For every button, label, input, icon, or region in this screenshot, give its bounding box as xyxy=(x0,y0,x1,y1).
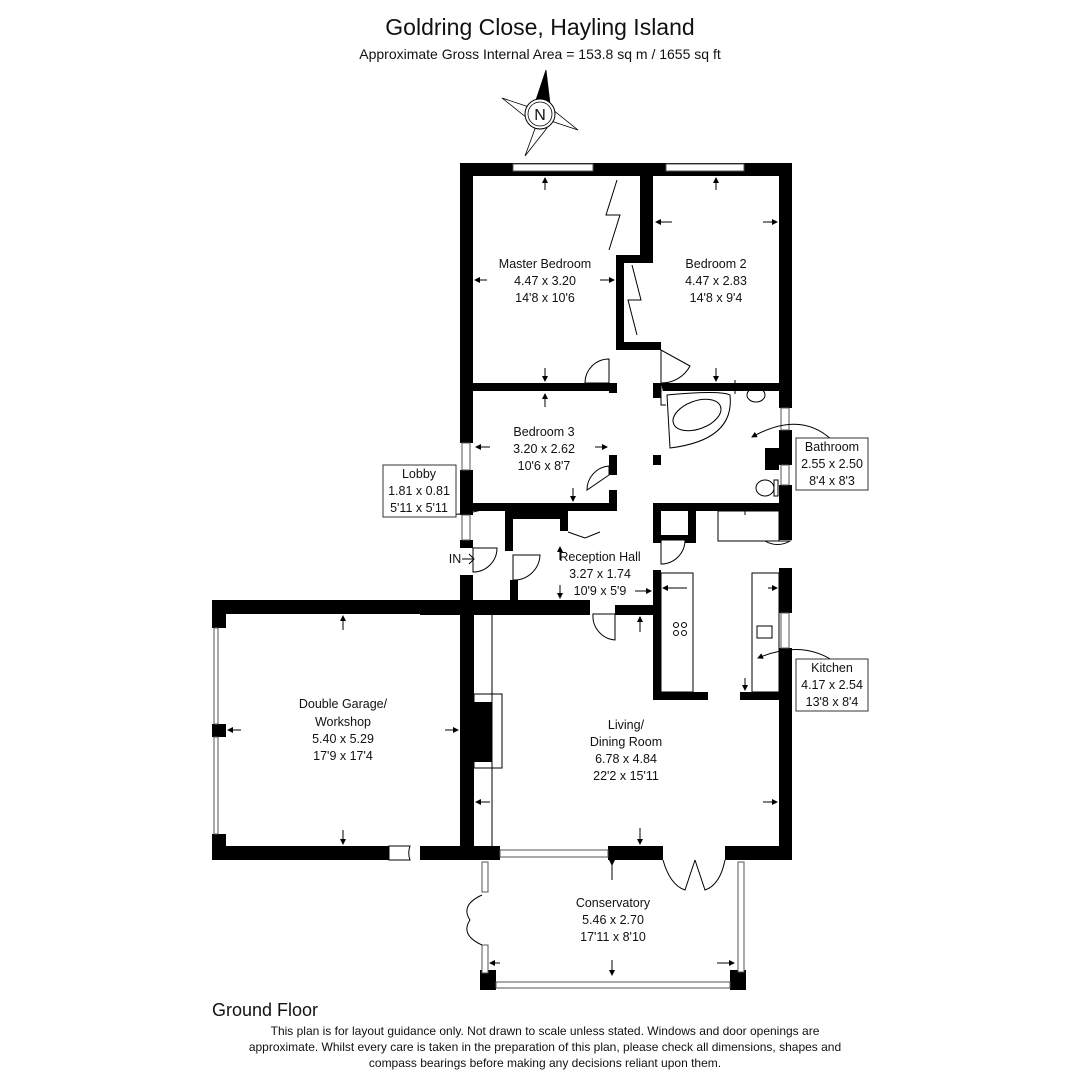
doors xyxy=(388,349,792,946)
windows xyxy=(213,163,790,989)
room-label-master-bedroom: Master Bedroom 4.47 x 3.20 14'8 x 10'6 xyxy=(499,257,591,305)
floor-label: Ground Floor xyxy=(212,1000,319,1020)
compass-north-label: N xyxy=(534,107,546,124)
svg-text:2.55 x 2.50: 2.55 x 2.50 xyxy=(801,457,863,471)
svg-text:8'4 x 8'3: 8'4 x 8'3 xyxy=(809,474,855,488)
svg-text:6.78 x 4.84: 6.78 x 4.84 xyxy=(595,752,657,766)
svg-text:Living/: Living/ xyxy=(608,718,645,732)
svg-text:3.20 x 2.62: 3.20 x 2.62 xyxy=(513,442,575,456)
svg-text:4.47 x 3.20: 4.47 x 3.20 xyxy=(514,274,576,288)
room-label-conservatory: Conservatory 5.46 x 2.70 17'11 x 8'10 xyxy=(576,896,651,944)
room-label-kitchen: Kitchen 4.17 x 2.54 13'8 x 8'4 xyxy=(795,658,869,712)
svg-text:Lobby: Lobby xyxy=(402,467,437,481)
svg-text:14'8 x 9'4: 14'8 x 9'4 xyxy=(690,291,743,305)
svg-text:10'6 x 8'7: 10'6 x 8'7 xyxy=(518,459,571,473)
svg-text:13'8 x 8'4: 13'8 x 8'4 xyxy=(806,695,859,709)
svg-text:Bedroom 3: Bedroom 3 xyxy=(513,425,574,439)
svg-text:3.27 x 1.74: 3.27 x 1.74 xyxy=(569,567,631,581)
svg-text:Dining Room: Dining Room xyxy=(590,735,662,749)
svg-text:17'9 x 17'4: 17'9 x 17'4 xyxy=(313,749,373,763)
disclaimer-text: This plan is for layout guidance only. N… xyxy=(248,1024,842,1070)
svg-text:Master Bedroom: Master Bedroom xyxy=(499,257,591,271)
svg-text:5'11 x 5'11: 5'11 x 5'11 xyxy=(390,501,448,515)
fixtures xyxy=(473,179,780,846)
sink-icon xyxy=(756,625,773,639)
svg-text:Bathroom: Bathroom xyxy=(805,440,859,454)
kitchen-leader-line xyxy=(757,649,833,661)
basin-icon xyxy=(746,387,766,403)
room-label-living-dining: Living/ Dining Room 6.78 x 4.84 22'2 x 1… xyxy=(590,718,662,783)
svg-text:17'11 x 8'10: 17'11 x 8'10 xyxy=(580,930,646,944)
svg-text:Reception Hall: Reception Hall xyxy=(559,550,640,564)
room-label-bedroom-3: Bedroom 3 3.20 x 2.62 10'6 x 8'7 xyxy=(513,425,575,473)
plan-title: Goldring Close, Hayling Island xyxy=(385,14,695,40)
north-compass-icon: N xyxy=(501,69,579,157)
gross-internal-area: Approximate Gross Internal Area = 153.8 … xyxy=(359,46,721,62)
svg-text:4.17 x 2.54: 4.17 x 2.54 xyxy=(801,678,863,692)
svg-text:Workshop: Workshop xyxy=(315,715,371,729)
svg-text:14'8 x 10'6: 14'8 x 10'6 xyxy=(515,291,575,305)
svg-text:Bedroom 2: Bedroom 2 xyxy=(685,257,746,271)
svg-text:Kitchen: Kitchen xyxy=(811,661,853,675)
entrance-marker: IN xyxy=(449,552,475,566)
svg-text:IN: IN xyxy=(449,552,462,566)
svg-text:1.81 x 0.81: 1.81 x 0.81 xyxy=(388,484,450,498)
svg-text:22'2 x 15'11: 22'2 x 15'11 xyxy=(593,769,659,783)
room-label-bathroom: Bathroom 2.55 x 2.50 8'4 x 8'3 xyxy=(795,437,869,491)
room-label-lobby: Lobby 1.81 x 0.81 5'11 x 5'11 xyxy=(382,464,457,518)
toilet-icon xyxy=(755,479,775,497)
bathroom-leader-line xyxy=(751,423,833,441)
arrow-right-icon xyxy=(462,553,475,565)
room-label-reception-hall: Reception Hall 3.27 x 1.74 10'9 x 5'9 xyxy=(559,550,640,598)
svg-text:4.47 x 2.83: 4.47 x 2.83 xyxy=(685,274,747,288)
hob-icon xyxy=(673,622,687,636)
measurement-arrows xyxy=(227,177,778,976)
bath-icon xyxy=(666,392,731,449)
svg-text:Conservatory: Conservatory xyxy=(576,896,651,910)
svg-text:10'9 x 5'9: 10'9 x 5'9 xyxy=(574,584,627,598)
room-label-garage: Double Garage/ Workshop 5.40 x 5.29 17'9… xyxy=(299,697,388,763)
svg-text:5.40 x 5.29: 5.40 x 5.29 xyxy=(312,732,374,746)
svg-text:5.46 x 2.70: 5.46 x 2.70 xyxy=(582,913,644,927)
room-label-bedroom-2: Bedroom 2 4.47 x 2.83 14'8 x 9'4 xyxy=(685,257,747,305)
svg-text:Double Garage/: Double Garage/ xyxy=(299,697,388,711)
